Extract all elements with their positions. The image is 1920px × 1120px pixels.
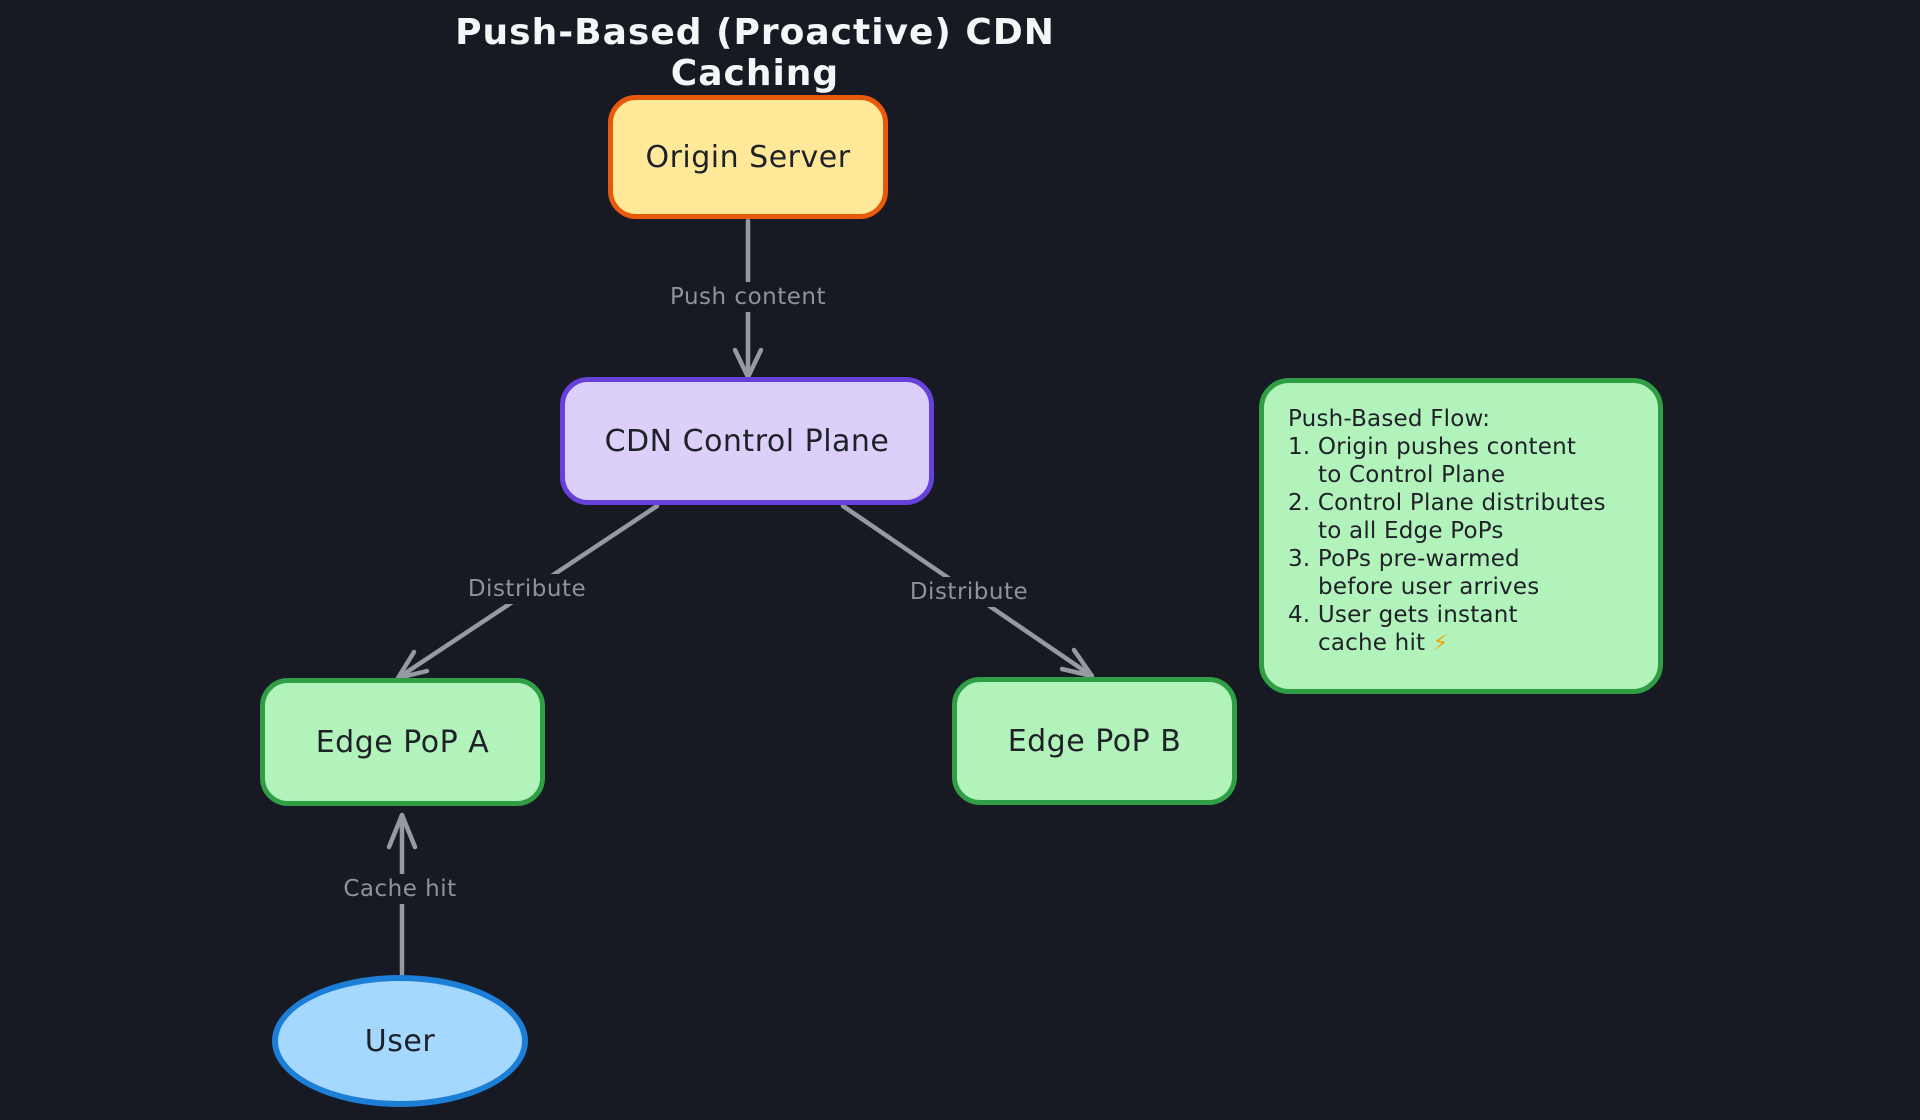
edge-label-cache-hit: Cache hit	[335, 874, 465, 904]
node-user-label: User	[364, 1023, 436, 1059]
note-line: to all Edge PoPs	[1288, 518, 1504, 544]
edge-label-distribute-left: Distribute	[459, 574, 595, 604]
note-line: 1. Origin pushes content	[1288, 434, 1577, 460]
note-push-based-flow: Push-Based Flow: 1. Origin pushes conten…	[1259, 378, 1663, 694]
note-line: 2. Control Plane distributes	[1288, 490, 1606, 516]
diagram-title: Push-Based (Proactive) CDN Caching	[455, 12, 1055, 94]
node-edge-pop-a: Edge PoP A	[260, 678, 545, 806]
node-origin-server: Origin Server	[608, 95, 888, 219]
node-origin-server-label: Origin Server	[645, 139, 851, 175]
note-line: 4. User gets instant	[1288, 602, 1518, 628]
note-line-text: cache hit	[1288, 630, 1433, 656]
node-edge-pop-b-label: Edge PoP B	[1007, 723, 1182, 759]
node-edge-pop-b: Edge PoP B	[952, 677, 1237, 805]
lightning-icon: ⚡	[1432, 631, 1449, 656]
note-line: before user arrives	[1288, 574, 1540, 600]
node-edge-pop-a-label: Edge PoP A	[315, 724, 490, 760]
node-cdn-control-plane: CDN Control Plane	[560, 377, 934, 505]
node-user: User	[272, 975, 528, 1107]
note-line: 3. PoPs pre-warmed	[1288, 546, 1520, 572]
edge-label-distribute-right: Distribute	[901, 577, 1037, 607]
edge-label-push-content: Push content	[662, 282, 834, 312]
note-line: to Control Plane	[1288, 462, 1506, 488]
note-line-last: cache hit ⚡	[1288, 629, 1634, 658]
node-cdn-control-plane-label: CDN Control Plane	[604, 423, 890, 459]
note-line: Push-Based Flow:	[1288, 406, 1491, 432]
